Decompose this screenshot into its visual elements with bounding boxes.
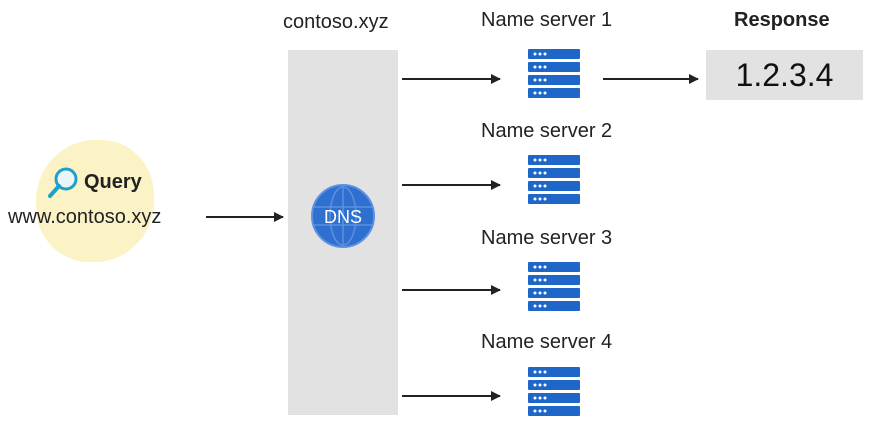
search-icon: [48, 167, 78, 198]
server-icon: [528, 155, 580, 204]
server-icon: [528, 49, 580, 98]
name-server-label: Name server 1: [481, 9, 613, 31]
server-icon: [528, 262, 580, 311]
name-server-label: Name server 2: [481, 120, 613, 142]
globe-icon: DNS: [311, 184, 375, 248]
response-label: Response: [734, 9, 830, 31]
name-server-label: Name server 4: [481, 331, 613, 353]
name-server-label: Name server 3: [481, 227, 613, 249]
query-hostname: www.contoso.xyz: [8, 206, 162, 228]
domain-label: contoso.xyz: [283, 11, 389, 33]
server-icon: [528, 367, 580, 416]
dns-badge-text: DNS: [324, 207, 362, 227]
query-label: Query: [84, 171, 142, 193]
query-highlight: [36, 140, 154, 262]
response-value: 1.2.3.4: [706, 50, 863, 100]
